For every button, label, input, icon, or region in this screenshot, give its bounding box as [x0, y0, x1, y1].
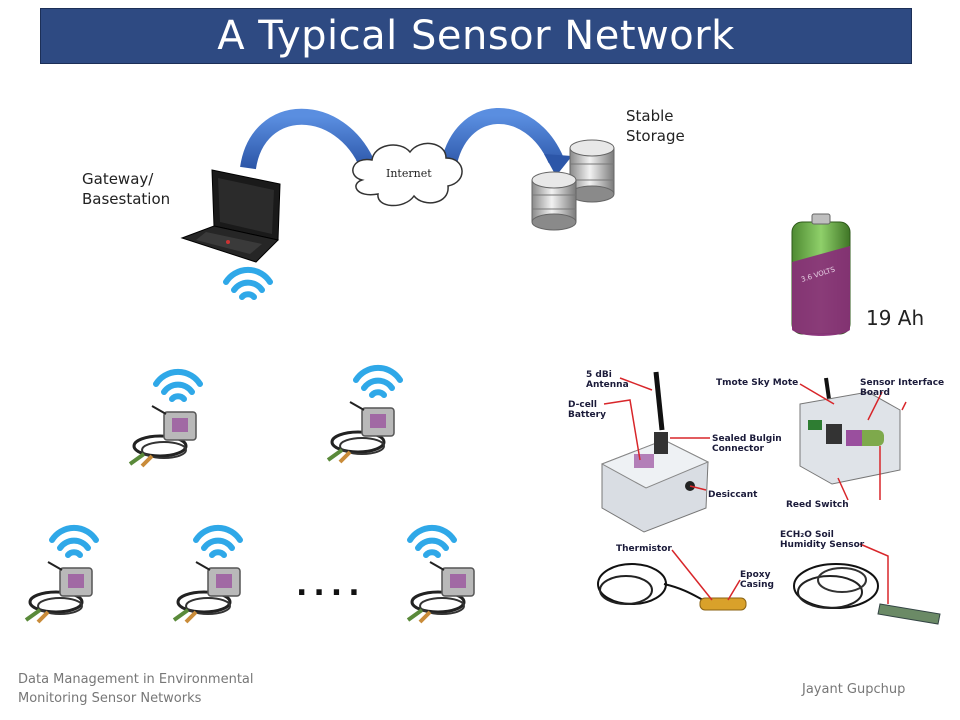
enclosure-photo — [600, 371, 710, 533]
callout-tmote: Tmote Sky Mote — [716, 378, 799, 388]
sensor-node-2 — [326, 368, 400, 464]
enclosure-open-photo — [799, 377, 901, 485]
storage-label: Stable Storage — [626, 107, 685, 145]
sensor-node-icon — [128, 404, 198, 468]
sensor-node-icon — [172, 560, 242, 624]
callout-dcell: D-cell Battery — [568, 400, 606, 420]
cloud-icon — [352, 142, 463, 207]
sensor-node-icon — [326, 400, 396, 464]
database-icon — [531, 139, 615, 231]
battery-capacity-label: 19 Ah — [866, 306, 925, 330]
arrow-internet-to-storage — [440, 108, 572, 176]
callout-sensor-board: Sensor Interface Board — [860, 378, 945, 398]
callout-antenna: 5 dBi Antenna — [586, 370, 629, 390]
callout-reed: Reed Switch — [786, 500, 849, 510]
footer-right: Jayant Gupchup — [802, 682, 906, 697]
callout-thermistor: Thermistor — [616, 544, 672, 554]
wifi-icon — [196, 528, 240, 555]
callout-desiccant: Desiccant — [708, 490, 758, 500]
page-title: A Typical Sensor Network — [217, 13, 735, 59]
thermistor-photo — [597, 563, 747, 611]
callout-soil: ECH₂O Soil Humidity Sensor — [780, 530, 865, 550]
gateway-label: Gateway/ Basestation — [82, 170, 171, 208]
callout-epoxy: Epoxy Casing — [740, 570, 774, 590]
sensor-node-1 — [128, 372, 200, 468]
wifi-icon — [156, 372, 200, 399]
callout-lines — [603, 377, 907, 604]
wifi-icon — [356, 368, 400, 395]
soil-sensor-photo — [793, 563, 941, 625]
battery-icon: 3.6 VOLTS — [791, 213, 851, 336]
sensor-node-4 — [172, 528, 242, 624]
sensor-node-icon — [24, 560, 94, 624]
ellipsis: .... — [296, 568, 366, 603]
wifi-icon — [226, 270, 270, 297]
title-bar: A Typical Sensor Network — [40, 8, 912, 64]
sensor-node-5 — [406, 528, 476, 624]
footer-left: Data Management in Environmental Monitor… — [18, 672, 254, 706]
wifi-icon — [52, 528, 96, 555]
internet-label: Internet — [386, 167, 432, 180]
wifi-icon — [410, 528, 454, 555]
sensor-node-icon — [406, 560, 476, 624]
sensor-node-3 — [24, 528, 96, 624]
laptop-icon — [180, 169, 281, 263]
callout-bulgin: Sealed Bulgin Connector — [712, 434, 782, 454]
